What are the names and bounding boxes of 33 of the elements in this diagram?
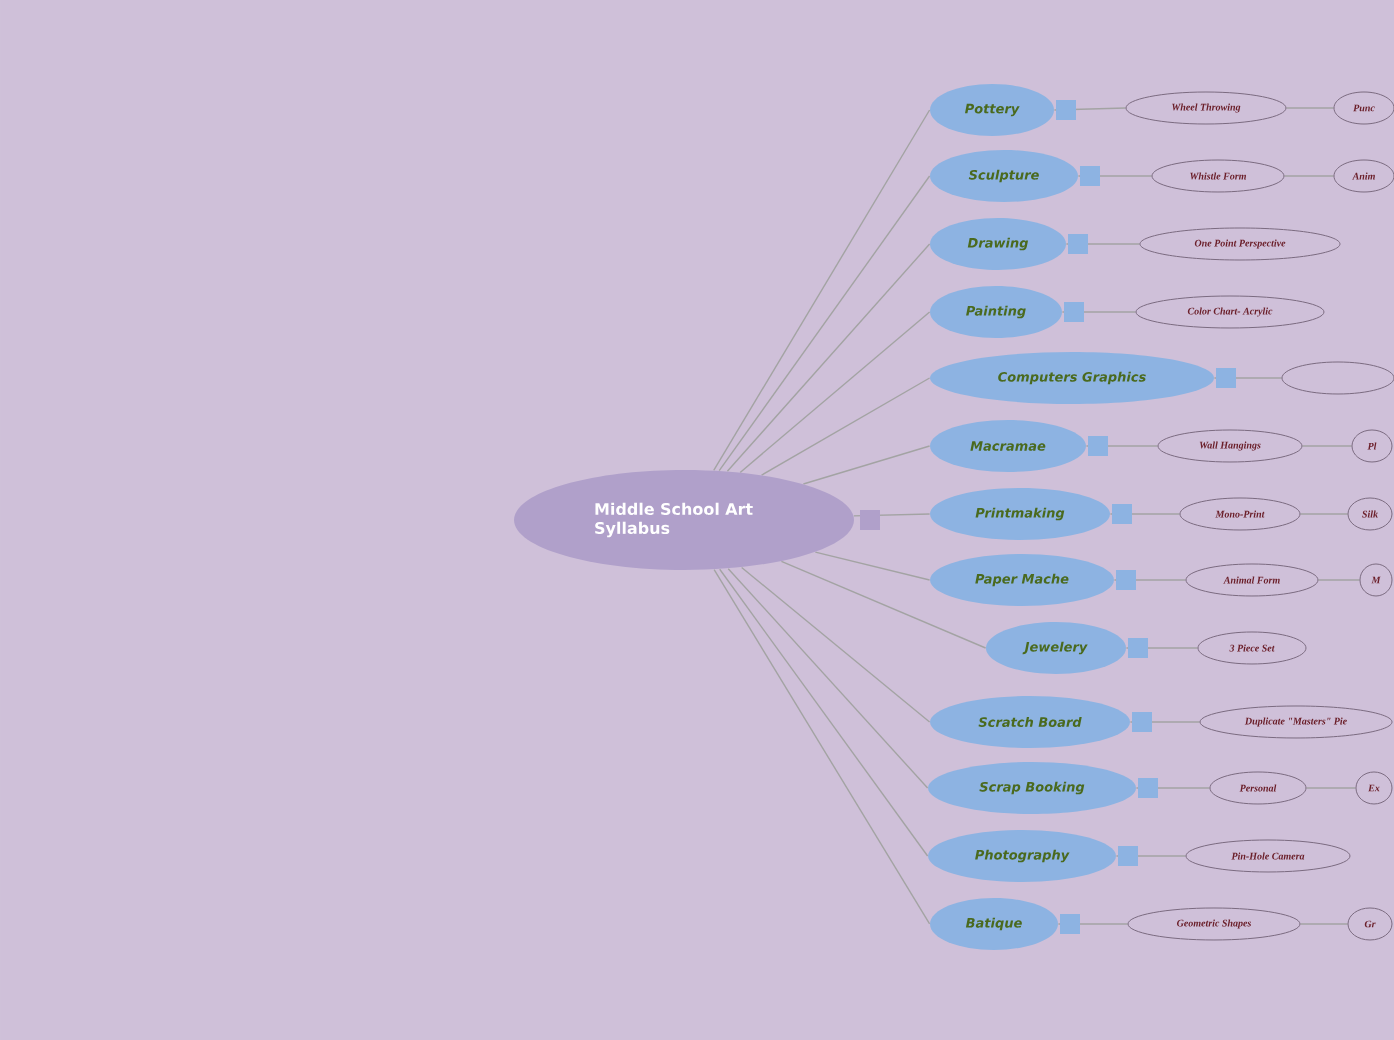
connector-line [739, 311, 931, 474]
connector-line [1317, 579, 1361, 581]
connector-line [1109, 513, 1181, 515]
connector-line [1053, 107, 1127, 111]
connector-line [1113, 579, 1187, 581]
connector-line [780, 560, 987, 649]
connector-line [1085, 445, 1159, 447]
connector-line [1305, 787, 1357, 789]
connector-line [1283, 175, 1335, 177]
connector-line [1125, 647, 1199, 649]
connector-line [802, 445, 931, 485]
connector-line [726, 243, 931, 472]
connector-line [713, 568, 931, 925]
connector-line [1301, 445, 1353, 447]
connector-line [718, 175, 931, 472]
connector-line [1077, 175, 1153, 177]
connector-line [713, 109, 931, 472]
connector-line [1065, 243, 1141, 245]
connector-line [1129, 721, 1201, 723]
connector-line [719, 568, 929, 857]
connector-line [727, 567, 929, 789]
connector-line [1115, 855, 1187, 857]
connector-line [760, 377, 931, 476]
connector-line [853, 513, 931, 517]
connector-line [1285, 107, 1335, 109]
connector-line [1135, 787, 1211, 789]
connector-line [1061, 311, 1137, 313]
connector-line [740, 566, 931, 723]
connector-line [1057, 923, 1129, 925]
connector-line [1299, 513, 1349, 515]
connector-line [1299, 923, 1349, 925]
connector-line [814, 551, 931, 581]
connector-line [1213, 377, 1283, 379]
